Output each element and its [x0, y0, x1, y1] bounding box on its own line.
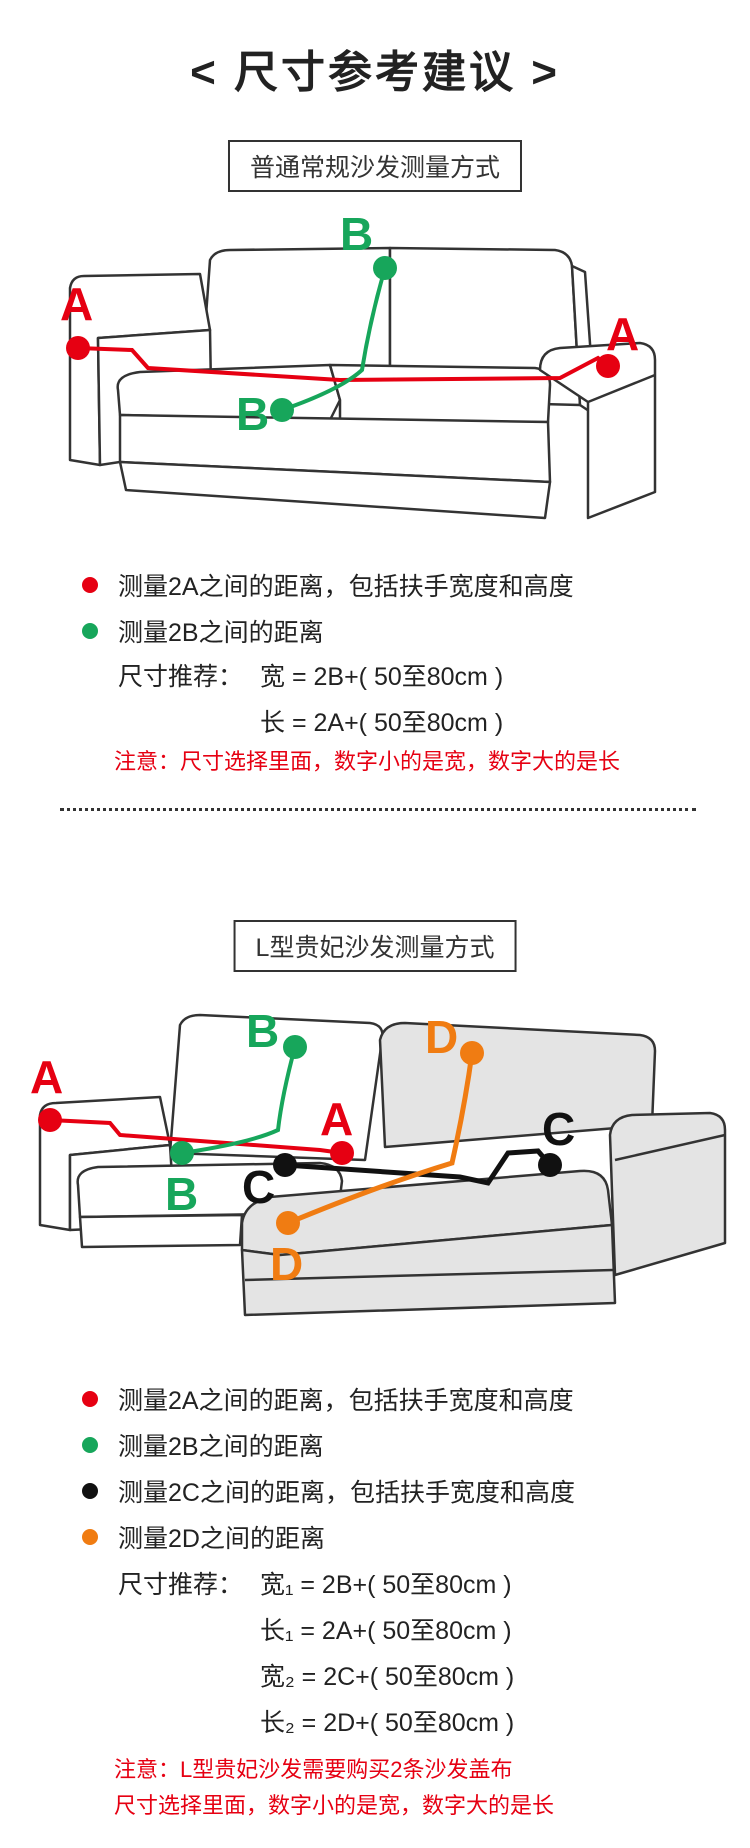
measure-line-d	[287, 1052, 475, 1226]
green-dot-icon	[82, 1437, 98, 1453]
label-c-left: C	[242, 1161, 275, 1213]
measure-line-a	[77, 346, 610, 383]
legend-item: 测量2A之间的距离，包括扶手宽度和高度	[82, 1376, 575, 1422]
measure-line-a	[49, 1118, 343, 1155]
label-d-top: D	[425, 1011, 458, 1063]
formula-line: 宽₂ = 2C+( 50至80cm )	[260, 1663, 515, 1691]
point-b-bottom	[170, 1141, 194, 1165]
label-a-right: A	[320, 1093, 353, 1145]
section-1-note: 注意：尺寸选择里面，数字小的是宽，数字大的是长	[114, 749, 621, 774]
legend-text: 测量2C之间的距离，包括扶手宽度和高度	[118, 1479, 575, 1507]
label-d-bottom: D	[270, 1238, 303, 1290]
note-line: 注意：L型贵妃沙发需要购买2条沙发盖布	[114, 1757, 513, 1782]
point-c-right	[538, 1153, 562, 1177]
legend-item: 测量2B之间的距离	[82, 608, 574, 654]
section-2-legend: 测量2A之间的距离，包括扶手宽度和高度 测量2B之间的距离 测量2C之间的距离，…	[82, 1376, 575, 1560]
point-a-left	[38, 1108, 62, 1132]
page-title: < 尺寸参考建议 >	[190, 48, 560, 97]
legend-item: 测量2D之间的距离	[82, 1514, 575, 1560]
seat-cushion-right	[328, 363, 552, 426]
section-2-heading: L型贵妃沙发测量方式	[233, 920, 517, 972]
formula-line: 长₁ = 2A+( 50至80cm )	[260, 1617, 512, 1645]
point-b-top	[373, 256, 397, 280]
legend-item: 测量2C之间的距离，包括扶手宽度和高度	[82, 1468, 575, 1514]
section-2-formula: 尺寸推荐： 宽₁ = 2B+( 50至80cm ) 长₁ = 2A+( 50至8…	[118, 1560, 514, 1744]
legend-text: 测量2D之间的距离	[118, 1525, 325, 1553]
legend-text: 测量2A之间的距离，包括扶手宽度和高度	[118, 1387, 574, 1415]
point-b-top	[283, 1035, 307, 1059]
label-b-top: B	[340, 208, 373, 260]
formula-line: 宽 = 2B+( 50至80cm )	[260, 663, 504, 691]
point-d-top	[460, 1041, 484, 1065]
section-1-legend: 测量2A之间的距离，包括扶手宽度和高度 测量2B之间的距离	[82, 562, 574, 654]
formula-line: 宽₁ = 2B+( 50至80cm )	[260, 1571, 512, 1599]
label-b-bottom: B	[165, 1168, 198, 1220]
regular-sofa-illustration: A A B B	[60, 208, 657, 520]
label-a-right: A	[606, 308, 639, 360]
dotted-divider	[60, 808, 696, 811]
formula-label: 尺寸推荐：	[118, 663, 244, 691]
point-d-bottom	[276, 1211, 300, 1235]
orange-dot-icon	[82, 1529, 98, 1545]
measure-line-b	[181, 1046, 297, 1155]
point-a-right	[330, 1141, 354, 1165]
legend-text: 测量2A之间的距离，包括扶手宽度和高度	[118, 573, 574, 601]
l-shaped-sofa-illustration: A A B B C C D D	[30, 1005, 727, 1317]
measure-line-b	[281, 267, 387, 412]
label-b-bottom: B	[236, 388, 269, 440]
section-1-heading: 普通常规沙发测量方式	[227, 140, 523, 192]
formula-label: 尺寸推荐：	[118, 1571, 244, 1599]
point-a-right	[596, 354, 620, 378]
label-a-left: A	[60, 278, 93, 330]
red-dot-icon	[82, 577, 98, 593]
point-a-left	[66, 336, 90, 360]
label-c-right: C	[542, 1103, 575, 1155]
label-b-top: B	[246, 1005, 279, 1057]
legend-item: 测量2A之间的距离，包括扶手宽度和高度	[82, 562, 574, 608]
black-dot-icon	[82, 1483, 98, 1499]
measure-line-c	[284, 1148, 552, 1186]
section-2-note: 注意：L型贵妃沙发需要购买2条沙发盖布 尺寸选择里面，数字小的是宽，数字大的是长	[114, 1752, 554, 1824]
legend-text: 测量2B之间的距离	[118, 619, 324, 647]
note-line: 尺寸选择里面，数字小的是宽，数字大的是长	[114, 1793, 555, 1818]
red-dot-icon	[82, 1391, 98, 1407]
legend-item: 测量2B之间的距离	[82, 1422, 575, 1468]
green-dot-icon	[82, 623, 98, 639]
label-a-left: A	[30, 1051, 63, 1103]
formula-line: 长 = 2A+( 50至80cm )	[260, 709, 504, 737]
point-b-bottom	[270, 398, 294, 422]
section-1-formula: 尺寸推荐： 宽 = 2B+( 50至80cm ) 长 = 2A+( 50至80c…	[118, 652, 503, 744]
legend-text: 测量2B之间的距离	[118, 1433, 324, 1461]
point-c-left	[273, 1153, 297, 1177]
formula-line: 长₂ = 2D+( 50至80cm )	[260, 1709, 515, 1737]
